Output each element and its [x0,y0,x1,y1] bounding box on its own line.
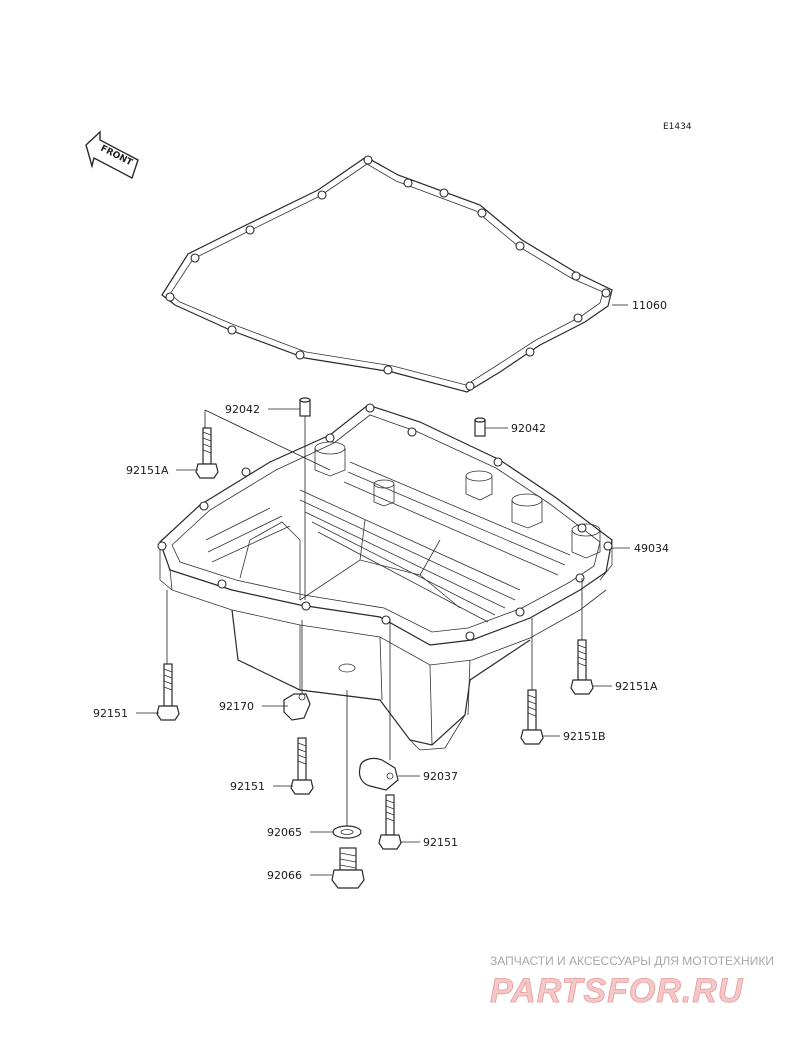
bolt-hole [245,225,255,235]
clamp-92170 [283,693,311,721]
label-92151-left: 92151 [93,707,128,720]
label-11060: 11060 [632,299,667,312]
bolt-hole [407,427,417,437]
bolt-92151a-right [570,639,594,695]
dowel-pin-right [474,417,486,437]
bolt-hole [575,573,585,583]
bolt-hole [403,178,413,188]
bolt-hole [465,381,475,391]
label-92151-center: 92151 [230,780,265,793]
bolt-hole [301,601,311,611]
bolt-hole [365,403,375,413]
bolt-hole [383,365,393,375]
bolt-hole [165,292,175,302]
label-92066: 92066 [267,869,302,882]
bolt-hole [601,288,611,298]
bolt-92151a-upper [195,427,219,479]
label-92065: 92065 [267,826,302,839]
label-92042-left: 92042 [225,403,260,416]
clamp-92037 [358,757,399,791]
bolt-92151b [520,689,544,745]
label-92170: 92170 [219,700,254,713]
diagram-code: E1434 [663,122,692,132]
bolt-hole [363,155,373,165]
washer-92065 [332,825,362,839]
bolt-hole [571,271,581,281]
label-92151b: 92151B [563,730,606,743]
bolt-hole [573,313,583,323]
leader-lines [136,304,630,876]
label-92037: 92037 [423,770,458,783]
bolt-hole [465,631,475,641]
bolt-hole [439,188,449,198]
bolt-92151-lower [378,794,402,850]
bolt-hole [295,350,305,360]
drain-plug-92066 [331,847,365,889]
bolt-hole [157,541,167,551]
oil-pan-49034 [157,403,613,751]
bolt-hole [381,615,391,625]
bolt-92151-center [290,737,314,795]
bolt-hole [515,241,525,251]
label-92042-right: 92042 [511,422,546,435]
bolt-hole [515,607,525,617]
bolt-hole [603,541,613,551]
label-92151-lower: 92151 [423,836,458,849]
label-92151a-upper: 92151A [126,464,169,477]
gasket-11060 [161,155,613,393]
front-arrow-icon: FRONT [85,130,139,180]
label-92151a-right: 92151A [615,680,658,693]
bolt-hole [325,433,335,443]
bolt-hole [577,523,587,533]
bolt-hole [227,325,237,335]
bolt-hole [525,347,535,357]
bolt-hole [477,208,487,218]
bolt-hole [190,253,200,263]
watermark-subtitle: ЗАПЧАСТИ И АКСЕССУАРЫ ДЛЯ МОТОТЕХНИКИ [490,954,774,968]
dowel-pin-left [299,397,311,417]
bolt-hole [317,190,327,200]
bolt-hole [199,501,209,511]
bolt-92151-left [156,663,180,721]
bolt-hole [493,457,503,467]
bolt-hole [217,579,227,589]
watermark: ЗАПЧАСТИ И АКСЕССУАРЫ ДЛЯ МОТОТЕХНИКИ PA… [490,954,774,1010]
bolt-hole [241,467,251,477]
watermark-brand: PARTSFOR.RU [490,972,744,1010]
label-49034: 49034 [634,542,669,555]
